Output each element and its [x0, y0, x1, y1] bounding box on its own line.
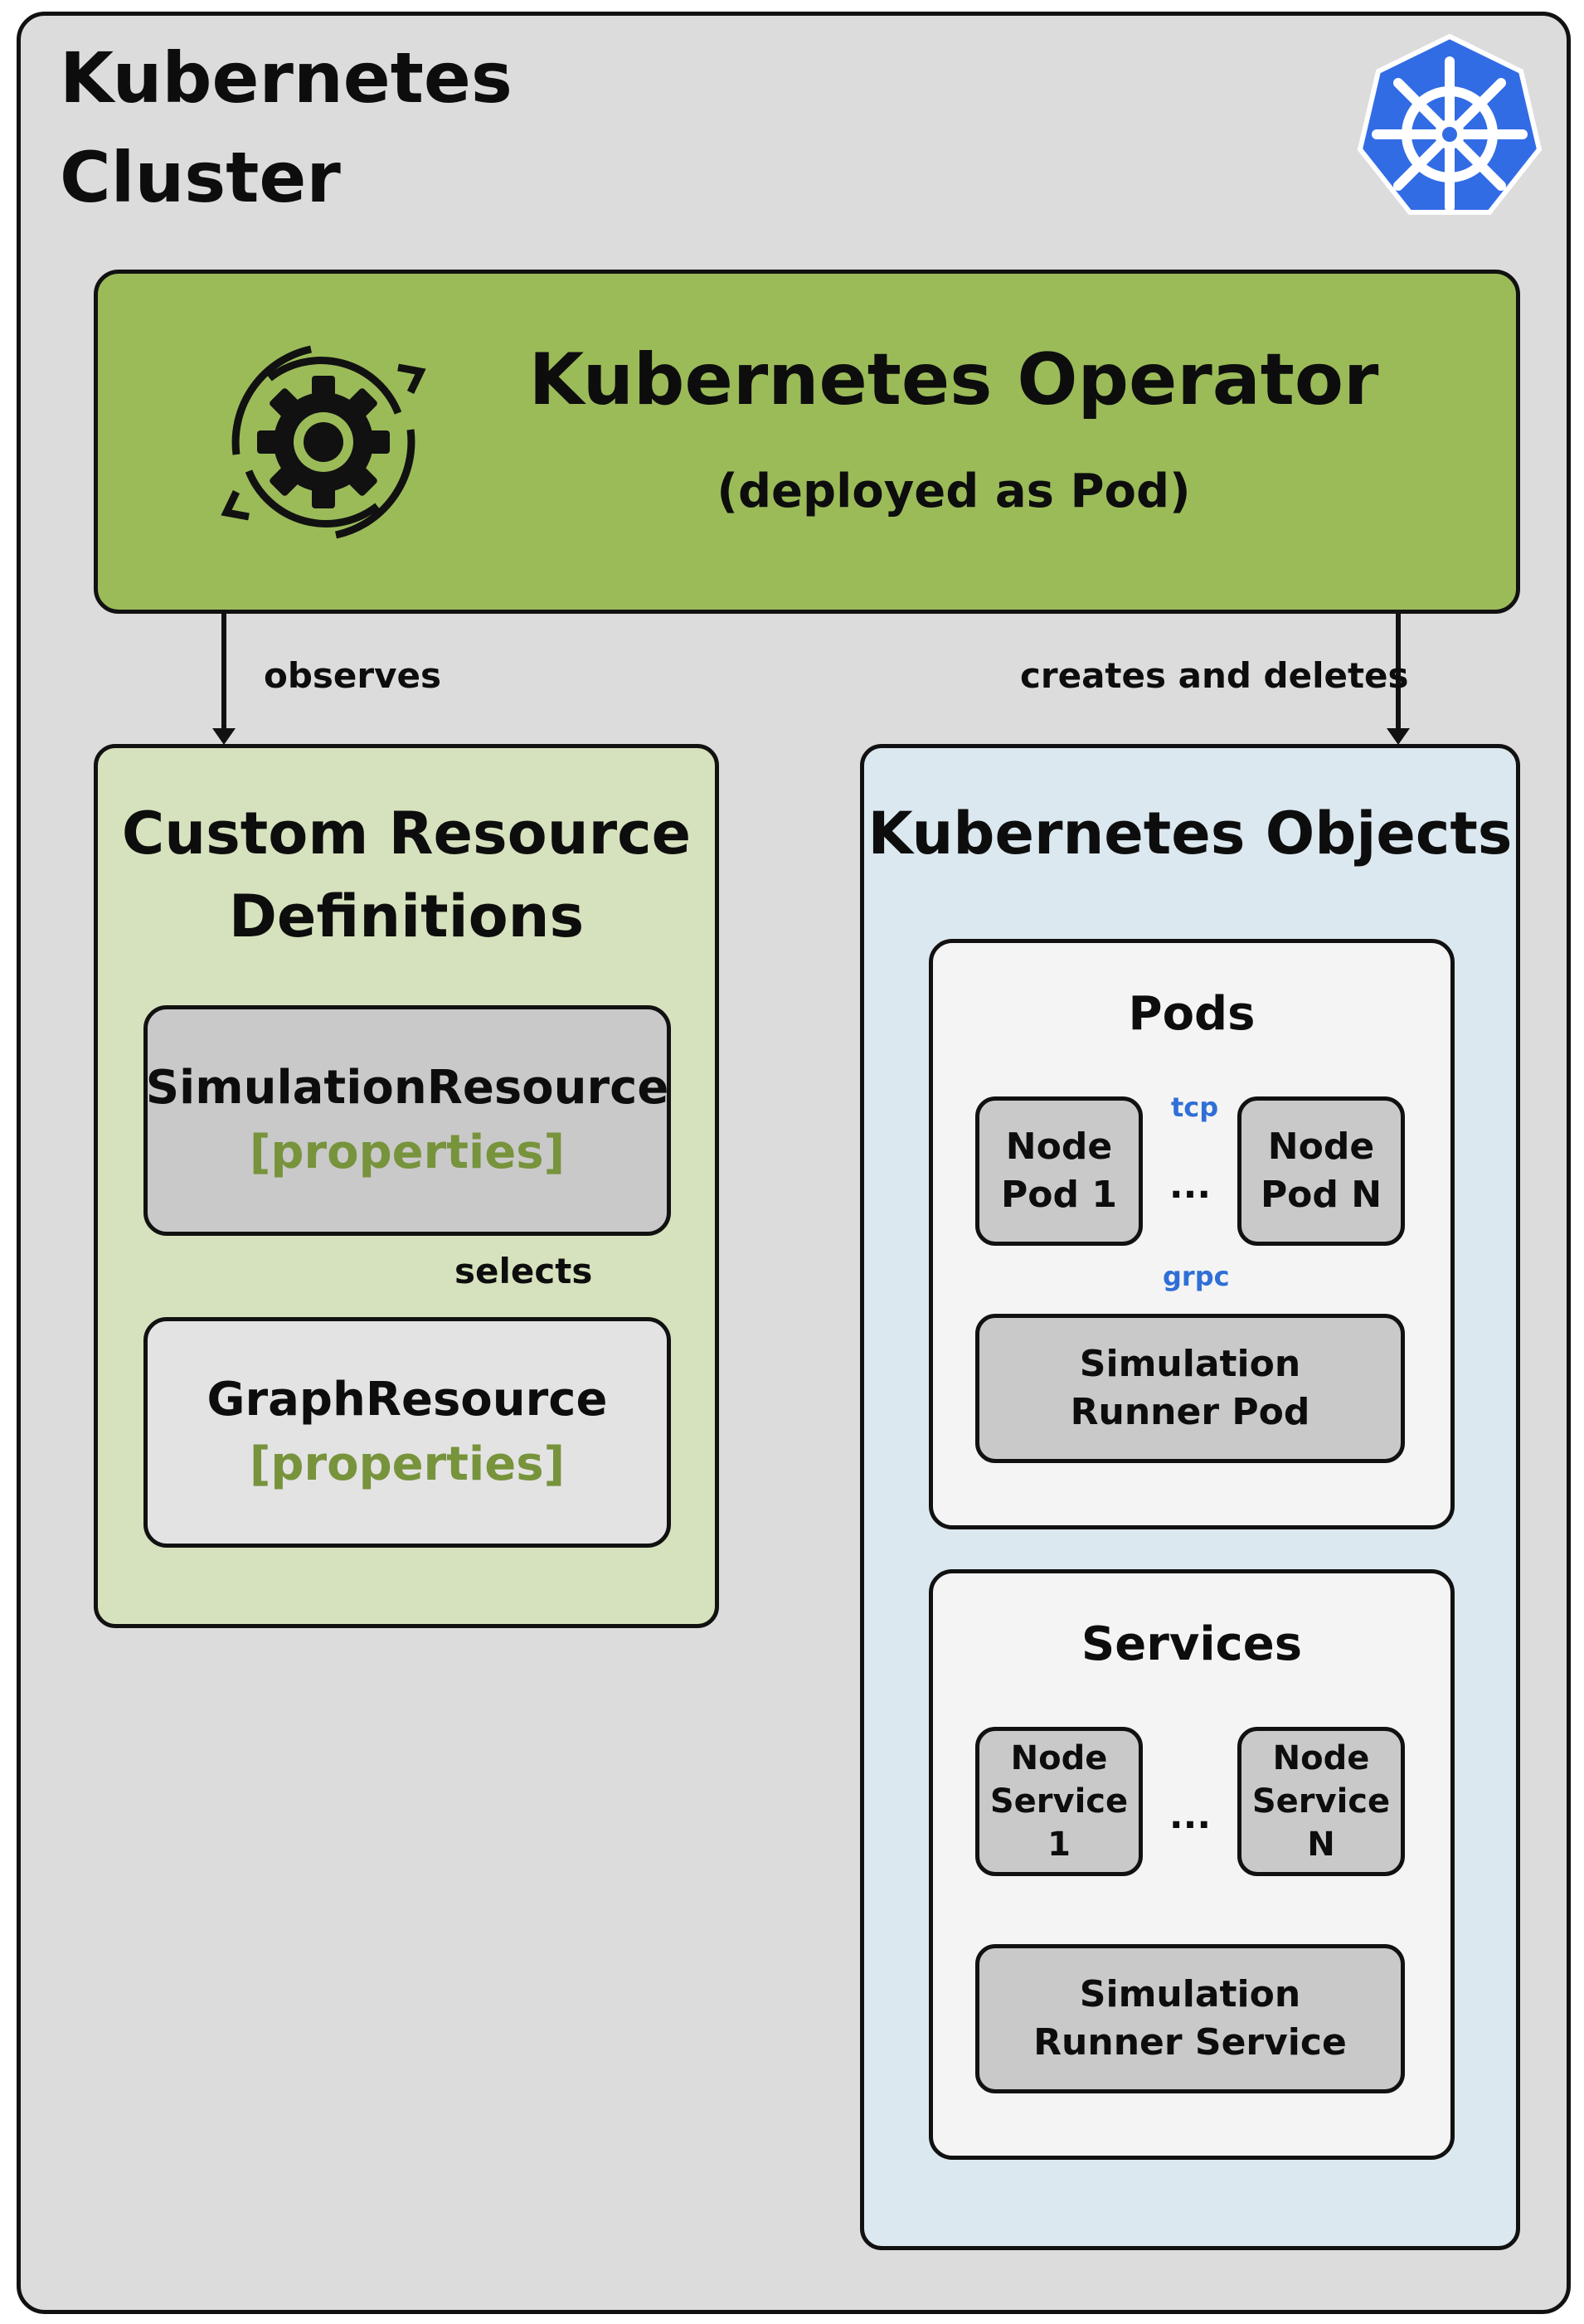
simulation-resource-name: SimulationResource	[145, 1061, 669, 1115]
observes-label: observes	[264, 655, 441, 696]
node-service-n-line2: Service N	[1251, 1782, 1391, 1864]
gear-sync-icon	[221, 345, 426, 539]
crd-title: Custom Resource Definitions	[94, 792, 719, 958]
simulation-resource-box: SimulationResource [properties]	[143, 1005, 671, 1236]
observes-arrow	[212, 614, 236, 745]
creates-deletes-arrow	[1387, 614, 1410, 745]
runner-service-line1: Simulation	[1079, 1973, 1301, 2015]
services-title: Services	[1081, 1617, 1303, 1671]
crd-title-line1: Custom Resource	[121, 800, 692, 868]
node-pod-n-line1: Node	[1267, 1126, 1375, 1168]
runner-service-line2: Runner Service	[1033, 2021, 1347, 2064]
operator-subtitle: (deployed as Pod)	[717, 464, 1191, 518]
cluster-title-line2: Cluster	[60, 137, 341, 218]
node-pod-n-box: Node Pod N	[1237, 1096, 1405, 1246]
services-ellipsis: ...	[1169, 1795, 1212, 1837]
selects-label: selects	[454, 1251, 593, 1291]
graph-resource-box: GraphResource [properties]	[143, 1317, 671, 1548]
simulation-resource-properties: [properties]	[249, 1126, 566, 1179]
pods-ellipsis: ...	[1169, 1164, 1212, 1207]
pods-title: Pods	[1128, 987, 1256, 1041]
creates-deletes-label: creates and deletes	[1020, 655, 1409, 696]
node-pod-1-box: Node Pod 1	[975, 1096, 1143, 1246]
cluster-title: Kubernetes Cluster	[60, 28, 513, 227]
graph-resource-name: GraphResource	[207, 1373, 608, 1427]
tcp-label: tcp	[1171, 1092, 1219, 1123]
cluster-title-line1: Kubernetes	[60, 37, 513, 119]
simulation-runner-pod-box: Simulation Runner Pod	[975, 1314, 1405, 1463]
kubernetes-objects-title: Kubernetes Objects	[867, 800, 1513, 868]
grpc-label: grpc	[1163, 1261, 1230, 1292]
node-service-1-line1: Node	[1010, 1739, 1108, 1777]
crd-title-line2: Definitions	[228, 882, 585, 951]
node-service-n-box: Node Service N	[1237, 1727, 1405, 1876]
graph-resource-properties: [properties]	[249, 1437, 566, 1491]
node-service-1-box: Node Service 1	[975, 1727, 1143, 1876]
operator-title: Kubernetes Operator	[528, 338, 1379, 421]
node-pod-1-line2: Pod 1	[1001, 1174, 1117, 1216]
runner-pod-line1: Simulation	[1079, 1343, 1301, 1385]
node-pod-n-line2: Pod N	[1260, 1174, 1382, 1216]
node-service-n-line1: Node	[1272, 1739, 1370, 1777]
simulation-runner-service-box: Simulation Runner Service	[975, 1944, 1405, 2093]
runner-pod-line2: Runner Pod	[1070, 1391, 1310, 1433]
kubernetes-operator-box	[94, 270, 1520, 614]
kubernetes-logo-icon	[1357, 33, 1543, 215]
node-pod-1-line1: Node	[1005, 1126, 1113, 1168]
node-service-1-line2: Service 1	[989, 1782, 1129, 1864]
